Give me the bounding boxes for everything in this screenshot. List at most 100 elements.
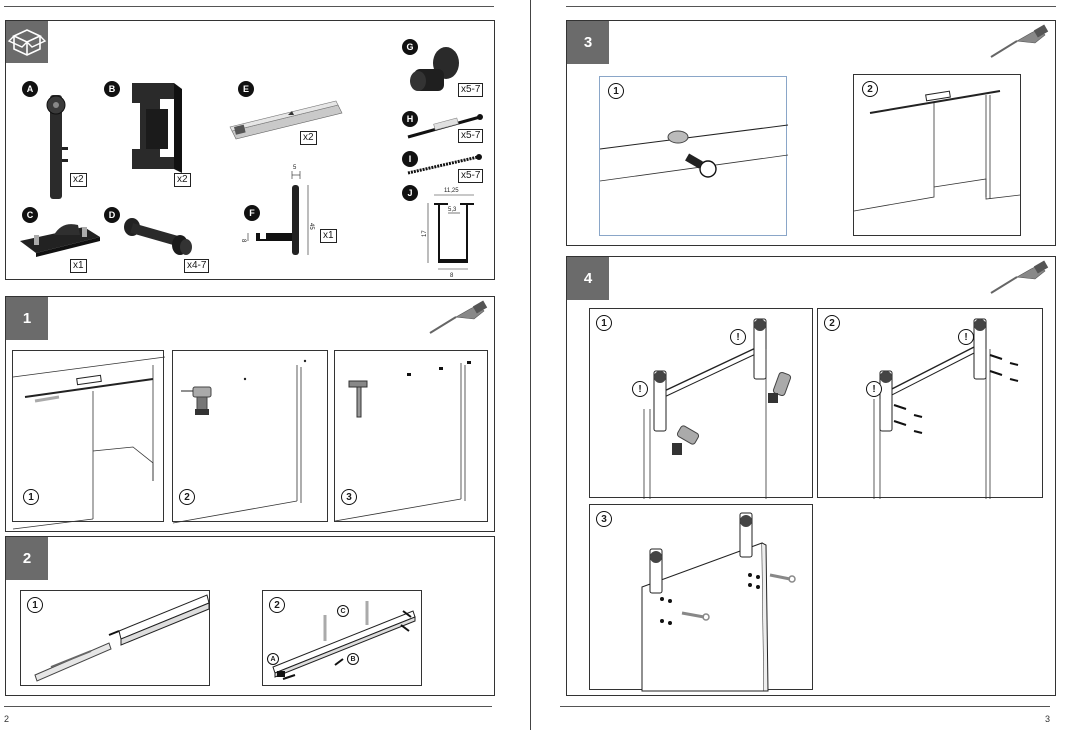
callout-b: B — [347, 653, 359, 665]
step-1-sub-1-drawing — [12, 356, 166, 530]
step-1-sub-2-panel: 2 — [172, 350, 328, 524]
part-f-badge: F — [244, 205, 260, 221]
step-2-sub-2-panel: 2 A B C — [262, 590, 422, 686]
step-1-sub-1-number: 1 — [23, 489, 39, 505]
page-fold — [530, 0, 531, 730]
step-3-panel: 1 2 — [566, 64, 1056, 246]
step-4-panel: 1 ! ! 2 ! ! — [566, 300, 1056, 696]
bottom-rule-left — [4, 706, 492, 707]
callout-a: A — [267, 653, 279, 665]
bottom-rule-right — [560, 706, 1050, 707]
part-d-qty: x4-7 — [184, 259, 210, 273]
step-2-panel: 1 2 A B C — [5, 580, 495, 696]
step-3-sub-1-drawing — [599, 124, 789, 182]
part-b-qty: x2 — [174, 173, 191, 187]
step-2-sub-1-drawing — [34, 594, 210, 682]
step-3-sub-2-panel: 2 — [853, 74, 1021, 236]
warning-icon: ! — [958, 329, 974, 345]
step-1-sub-1-panel: 1 — [12, 350, 166, 530]
screwdriver-icon — [429, 300, 488, 334]
part-e-badge: E — [238, 81, 254, 97]
step-4-sub-2-panel: 2 ! ! — [817, 308, 1043, 499]
drill-icon — [672, 425, 700, 455]
step-4-number: 4 — [567, 257, 609, 300]
parts-panel: A x2 B x2 C x1 D x4-7 E x2 — [5, 20, 495, 280]
part-f-profile-image: 5 45 8 — [240, 165, 314, 255]
step-4-sub-1-number: 1 — [596, 315, 612, 331]
step-1-header: 1 — [5, 296, 495, 341]
step-4-sub-3-number: 3 — [596, 511, 612, 527]
part-i-badge: I — [402, 151, 418, 167]
step-4-header: 4 — [566, 256, 1056, 301]
step-2-sub-2-drawing — [272, 601, 416, 680]
part-d-anti-jump-image — [124, 218, 192, 255]
part-c-qty: x1 — [70, 259, 87, 273]
step-2-sub-2-number: 2 — [269, 597, 285, 613]
step-3-sub-2-drawing — [853, 90, 1021, 212]
part-f-qty: x1 — [320, 229, 337, 243]
part-j-dim-height: 17 — [422, 230, 428, 237]
warning-icon: ! — [632, 381, 648, 397]
part-h-badge: H — [402, 111, 418, 127]
warning-icon: ! — [730, 329, 746, 345]
step-1-number: 1 — [6, 297, 48, 340]
warning-icon: ! — [866, 381, 882, 397]
step-3-sub-1-panel: 1 — [599, 76, 789, 236]
part-a-hanger-image — [46, 95, 68, 199]
part-j-channel-image: 11,25 5,3 8 17 — [422, 188, 474, 279]
part-f-dim-left: 8 — [240, 239, 246, 243]
step-1-sub-3-panel: 3 — [334, 350, 488, 522]
part-f-dim-top: 5 — [293, 165, 297, 171]
page-number-right: 3 — [1045, 714, 1051, 724]
step-2-sub-1-number: 1 — [27, 597, 43, 613]
part-i-screw-image — [407, 154, 482, 175]
hammer-icon — [348, 380, 368, 418]
part-d-badge: D — [104, 207, 120, 223]
part-j-dim-outer: 11,25 — [444, 188, 459, 194]
part-a-badge: A — [22, 81, 38, 97]
step-2-header: 2 — [5, 536, 495, 581]
step-1-sub-3-number: 3 — [341, 489, 357, 505]
step-1-panel: 1 2 — [5, 340, 495, 532]
part-c-badge: C — [22, 207, 38, 223]
step-1-sub-2-number: 2 — [179, 489, 195, 505]
page-number-left: 2 — [4, 714, 10, 724]
step-4-sub-1-drawing — [643, 318, 792, 499]
step-1-sub-3-drawing — [334, 361, 471, 522]
part-e-soft-close-image — [229, 100, 343, 140]
part-h-qty: x5-7 — [458, 129, 484, 143]
part-e-qty: x2 — [300, 131, 317, 145]
step-3-sub-1-number: 1 — [608, 83, 624, 99]
step-4-sub-1-panel: 1 ! ! — [589, 308, 813, 499]
step-4-sub-2-drawing — [873, 318, 1019, 499]
screwdriver-icon — [990, 24, 1049, 58]
part-j-dim-inner: 5,3 — [448, 207, 457, 213]
step-4-sub-3-panel: 3 — [589, 504, 813, 692]
step-1-sub-2-drawing — [172, 359, 307, 524]
step-2-sub-1-panel: 1 — [20, 590, 210, 686]
screwdriver-icon — [990, 260, 1049, 294]
drill-icon — [768, 371, 792, 403]
part-j-dim-bottom: 8 — [450, 273, 454, 279]
step-3-sub-2-number: 2 — [862, 81, 878, 97]
top-rule-right — [566, 6, 1056, 7]
step-4-sub-3-drawing — [641, 512, 796, 692]
part-f-dim-height: 45 — [308, 223, 314, 230]
part-g-badge: G — [402, 39, 418, 55]
step-4-sub-2-number: 2 — [824, 315, 840, 331]
step-3-header: 3 — [566, 20, 1056, 65]
part-b-badge: B — [104, 81, 120, 97]
callout-c: C — [337, 605, 349, 617]
part-g-qty: x5-7 — [458, 83, 484, 97]
drill-icon — [181, 386, 212, 415]
part-a-qty: x2 — [70, 173, 87, 187]
package-icon — [6, 21, 48, 63]
step-3-number: 3 — [567, 21, 609, 64]
wrench-icon — [681, 611, 710, 621]
step-2-number: 2 — [6, 537, 48, 580]
part-g-spacer-image — [410, 47, 459, 91]
part-b-stopper-image — [132, 83, 182, 173]
top-rule-left — [4, 6, 494, 7]
part-i-qty: x5-7 — [458, 169, 484, 183]
part-h-bolt-image — [407, 114, 483, 139]
